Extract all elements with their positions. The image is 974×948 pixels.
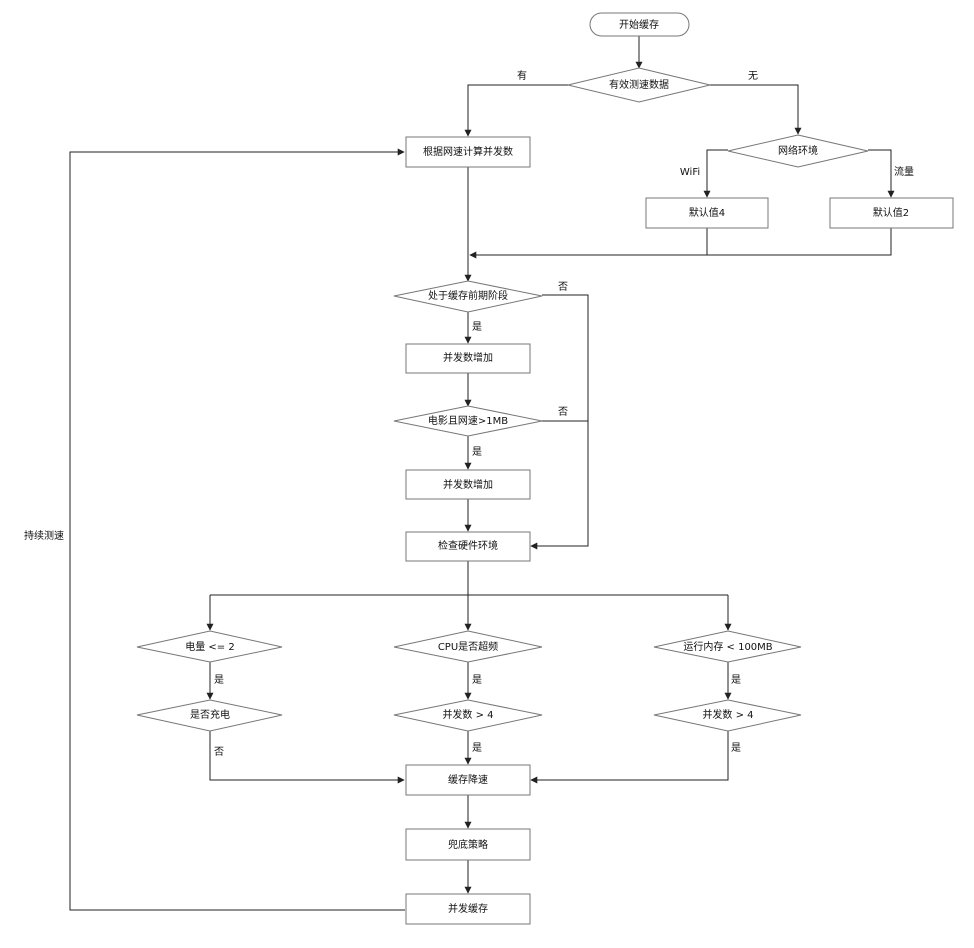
node-cache-slowdown-shape <box>405 764 531 796</box>
node-concurrency-gt4-b: 并发数 > 4 <box>702 708 753 721</box>
node-concurrent-cache-shape <box>405 893 531 925</box>
edge-has-speed-data-no <box>710 84 802 135</box>
node-concurrency-gt4-a-shape <box>393 699 543 732</box>
node-calc-concurrency-shape <box>405 136 531 168</box>
edge-has-speed-data-yes <box>464 84 568 137</box>
label-continuous-speed-test: 持续测速 <box>24 529 64 542</box>
label-battery-yes: 是 <box>214 674 224 686</box>
label-concurrency-a-yes: 是 <box>472 742 482 754</box>
node-memory-check-shape <box>653 630 802 663</box>
node-network-env-shape <box>727 134 869 168</box>
node-charging-check: 是否充电 <box>190 708 230 721</box>
node-battery-check-shape <box>136 630 283 663</box>
edge-continuous-speed-test-loop <box>69 148 405 911</box>
node-fallback-strategy-shape <box>405 828 531 861</box>
node-battery-check: 电量 <= 2 <box>185 640 234 653</box>
node-increase-concurrency-1: 并发数增加 <box>443 351 493 364</box>
node-charging-check-shape <box>136 699 283 732</box>
node-early-cache-stage: 处于缓存前期阶段 <box>428 289 508 302</box>
label-cellular: 流量 <box>894 165 914 178</box>
node-cpu-overclock-shape <box>393 630 543 663</box>
node-default-2: 默认值2 <box>873 206 909 219</box>
node-calc-concurrency: 根据网速计算并发数 <box>423 145 513 158</box>
node-default-2-shape <box>829 197 954 229</box>
label-movie-yes: 是 <box>472 446 482 458</box>
edge-default2-merge <box>469 228 892 259</box>
label-early-no: 否 <box>558 281 568 293</box>
node-movie-speed: 电影且网速>1MB <box>428 414 508 427</box>
edge-network-env-wifi <box>703 149 728 198</box>
label-yes-has-data: 有 <box>517 69 527 82</box>
edge-charging-no <box>209 731 405 784</box>
node-fallback-strategy: 兜底策略 <box>448 838 488 851</box>
node-concurrent-cache: 并发缓存 <box>448 902 488 915</box>
edge-hardware-split-line <box>210 561 728 596</box>
edge-concurrency-b-yes <box>530 731 729 784</box>
node-increase-concurrency-1-shape <box>405 343 531 374</box>
edge-network-env-cellular <box>868 149 895 198</box>
label-charging-no: 否 <box>214 746 224 758</box>
nodes: 开始缓存 有效测速数据 根据网速计算并发数 网络环境 默认值4 默认值2 处于缓… <box>136 12 954 925</box>
node-increase-concurrency-2-shape <box>405 469 531 500</box>
node-default-4-shape <box>645 197 769 229</box>
label-no-has-data: 无 <box>748 71 758 82</box>
label-concurrency-b-yes: 是 <box>731 742 741 754</box>
node-default-4: 默认值4 <box>689 206 725 219</box>
node-concurrency-gt4-b-shape <box>653 699 802 732</box>
node-cache-slowdown: 缓存降速 <box>448 773 488 786</box>
node-movie-speed-shape <box>393 405 543 437</box>
edges <box>69 36 895 911</box>
node-check-hardware: 检查硬件环境 <box>438 539 498 552</box>
label-movie-no: 否 <box>558 406 568 418</box>
label-memory-yes: 是 <box>731 674 741 686</box>
node-memory-check: 运行内存 < 100MB <box>683 640 772 653</box>
node-network-env: 网络环境 <box>778 144 818 157</box>
node-has-speed-data-shape <box>567 67 711 103</box>
node-increase-concurrency-2: 并发数增加 <box>443 478 493 491</box>
edge-labels: 有 无 WiFi 流量 否 是 否 是 是 是 是 否 是 是 持续测速 <box>24 69 914 758</box>
label-wifi: WiFi <box>680 167 700 178</box>
node-concurrency-gt4-a: 并发数 > 4 <box>442 708 493 721</box>
label-early-yes: 是 <box>472 321 482 333</box>
node-early-cache-stage-shape <box>393 280 543 313</box>
label-cpu-yes: 是 <box>472 674 482 686</box>
node-check-hardware-shape <box>405 531 531 562</box>
node-start-shape <box>589 12 690 37</box>
node-has-speed-data: 有效测速数据 <box>609 78 669 91</box>
node-cpu-overclock: CPU是否超频 <box>438 640 498 653</box>
node-start: 开始缓存 <box>619 18 659 31</box>
